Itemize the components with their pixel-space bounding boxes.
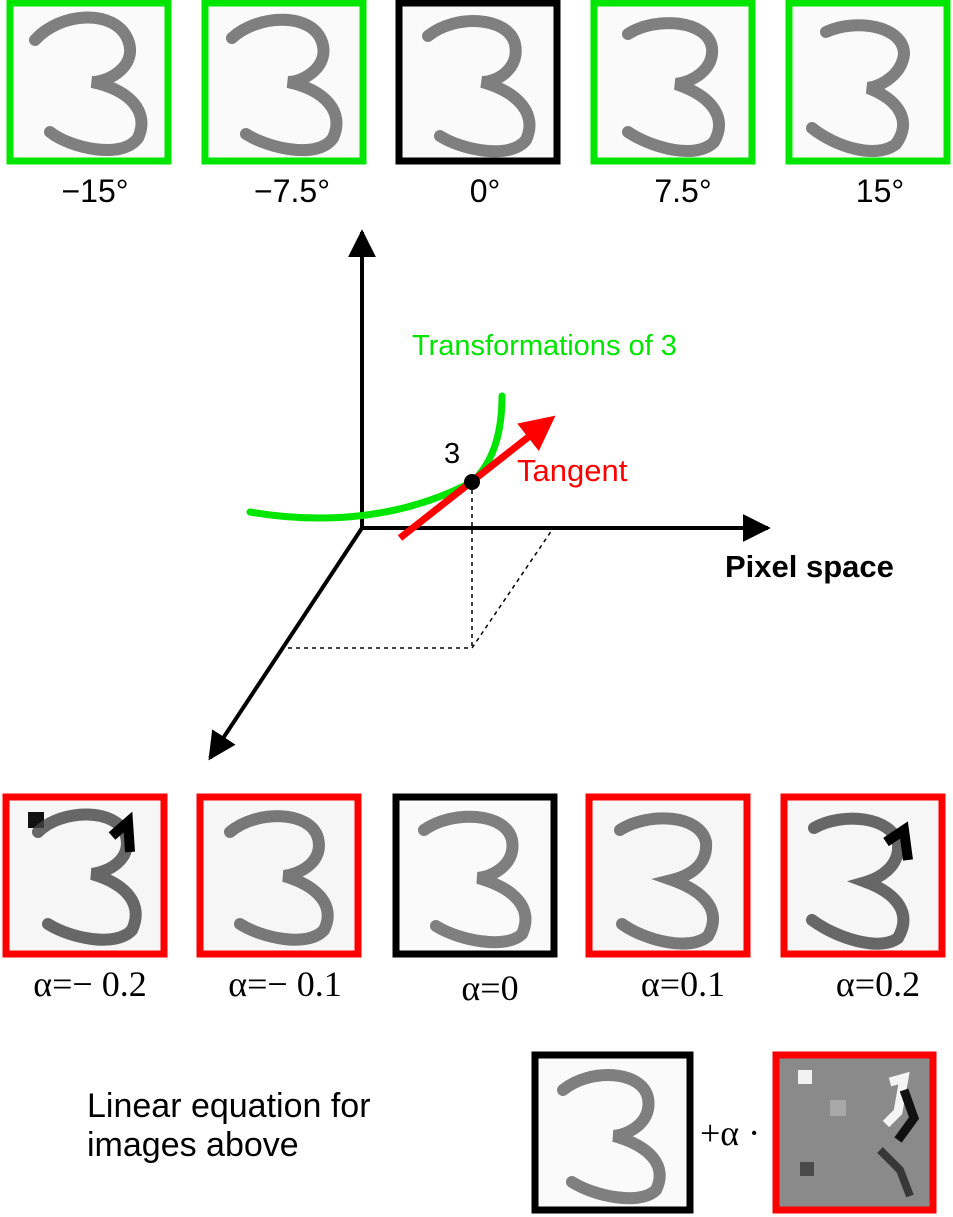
digit-three-icon (422, 15, 536, 158)
digit-three-icon (32, 808, 142, 946)
alpha-label: α=0 (461, 968, 518, 1008)
tangent-digit-minus0-2 (2, 793, 168, 958)
equation-original-image (531, 1051, 694, 1214)
rotation-digit-minus7-5 (201, 0, 367, 165)
tangent-digit-0-1 (585, 793, 751, 958)
digit-three-icon (806, 812, 910, 950)
equation-tangent-image (772, 1051, 937, 1214)
rotation-label: 7.5° (654, 173, 711, 209)
rotation-digit-15 (785, 0, 951, 165)
tangent-digit-0-2 (780, 793, 946, 958)
alpha-label: α=− 0.1 (228, 964, 341, 1004)
rotation-digit-0 (395, 0, 561, 165)
rotation-frame (6, 0, 172, 165)
tangent-row: α=− 0.2 α=− 0.1 α=0 α=0.1 α=0.2 (2, 793, 946, 1008)
pixel-artifact (108, 811, 135, 853)
rotation-label: 0° (470, 173, 501, 209)
linear-equation: Linear equation for images above +α · (87, 1051, 937, 1214)
projection-line (471, 529, 553, 649)
point-label: 3 (444, 438, 460, 470)
rotation-label: −7.5° (254, 173, 330, 209)
rotation-row: −15° −7.5° 0° 7.5° 15° (6, 0, 951, 209)
pixel-artifact (877, 1147, 914, 1198)
tangent-digit-minus0-1 (196, 793, 362, 958)
digit-three-icon (29, 11, 148, 156)
tangent-digit-0 (392, 793, 558, 958)
rotation-label: −15° (61, 173, 128, 209)
digit-three-icon (418, 810, 532, 949)
equation-operator: +α · (700, 1113, 760, 1153)
depth-axis (208, 526, 364, 761)
rotation-digit-minus15 (6, 0, 172, 165)
digit-three-icon (224, 810, 334, 946)
transformation-curve (246, 392, 506, 522)
rotation-label: 15° (856, 173, 904, 209)
alpha-label: α=0.1 (641, 964, 725, 1004)
digit-three-icon (806, 19, 911, 157)
pixel-artifact (830, 1100, 846, 1116)
pixel-artifact (800, 1162, 814, 1176)
pixel-artifact (894, 1088, 920, 1143)
tangent-frame (196, 793, 362, 958)
rotation-frame (590, 0, 756, 165)
equation-caption-line2: images above (87, 1126, 299, 1164)
alpha-label: α=0.2 (836, 964, 920, 1004)
rotation-digit-7-5 (590, 0, 756, 165)
original-point (464, 474, 480, 490)
curve-label: Transformations of 3 (412, 330, 677, 362)
alpha-label: α=− 0.2 (33, 964, 146, 1004)
digit-three-icon (557, 1069, 666, 1205)
pixel-space-diagram: Transformations of 3 3 Tangent Pixel spa… (208, 229, 894, 761)
tangent-label: Tangent (517, 453, 628, 488)
digit-three-icon (614, 812, 719, 950)
pixel-artifact (798, 1070, 812, 1084)
digit-three-icon (226, 13, 343, 157)
axis-label: Pixel space (725, 549, 894, 584)
digit-three-icon (622, 17, 725, 157)
pixel-artifact (882, 1071, 910, 1128)
equation-caption-line1: Linear equation for (87, 1087, 371, 1125)
pixel-artifact (883, 821, 913, 861)
